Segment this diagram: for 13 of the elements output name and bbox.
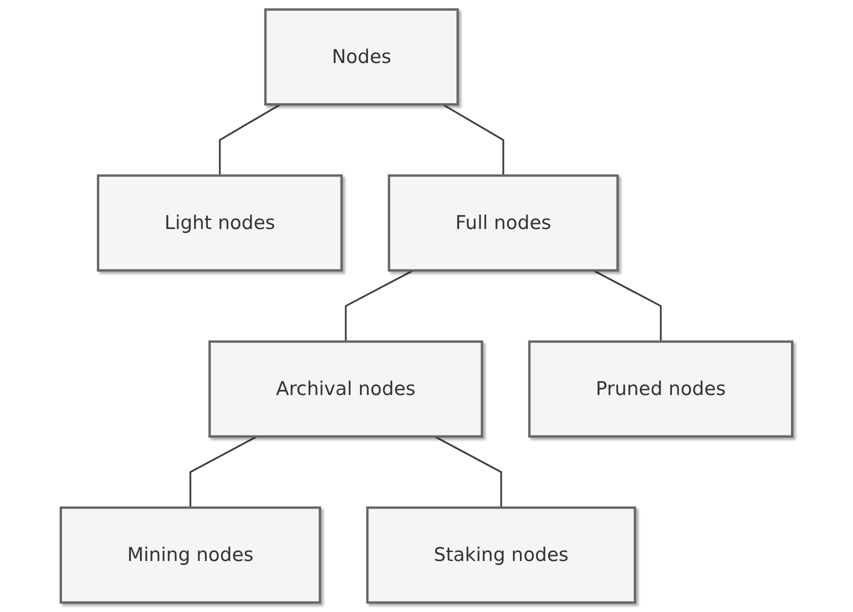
node-box: Light nodes xyxy=(96,174,343,272)
node-box: Nodes xyxy=(264,8,459,106)
connector xyxy=(189,436,258,508)
node-box: Mining nodes xyxy=(60,506,322,604)
connector xyxy=(592,270,662,342)
node-box: Staking nodes xyxy=(366,506,636,604)
connector xyxy=(344,270,414,342)
connector xyxy=(434,436,502,508)
connector xyxy=(442,104,504,176)
node-box: Full nodes xyxy=(388,174,619,272)
node-box: Archival nodes xyxy=(208,340,484,438)
connector xyxy=(218,104,281,176)
node-box: Pruned nodes xyxy=(528,340,794,438)
